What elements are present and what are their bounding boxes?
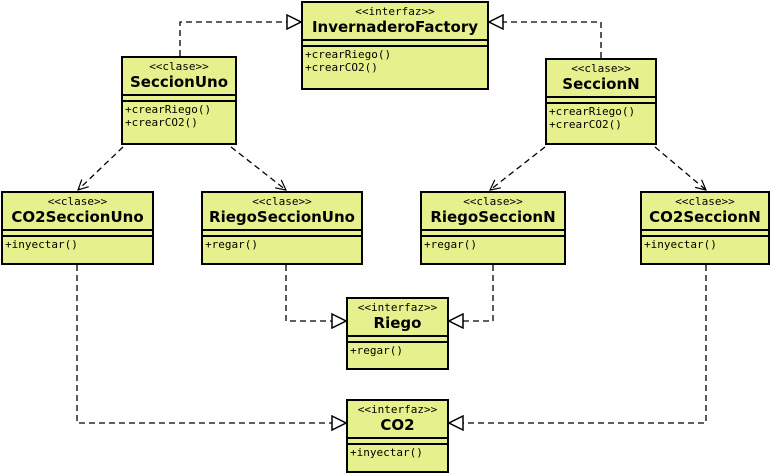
class-operations: +crearRiego()+crearCO2() — [123, 102, 235, 129]
class-header: <<clase>>CO2SeccionUno — [3, 193, 152, 231]
class-attributes — [348, 337, 447, 343]
class-stereotype: <<clase>> — [252, 195, 312, 208]
class-operation: +crearCO2() — [305, 61, 378, 74]
class-header: <<clase>>RiegoSeccionUno — [203, 193, 361, 231]
class-header: <<clase>>SeccionUno — [123, 58, 235, 96]
class-header: <<interfaz>>Riego — [348, 299, 447, 337]
class-operations: +inyectar() — [348, 445, 447, 459]
class-box-co2: <<interfaz>>CO2 +inyectar() — [346, 399, 449, 473]
dependency-arrow-seccion-uno-to-riego-seccion-uno — [230, 146, 286, 190]
class-operation: +inyectar() — [644, 238, 717, 251]
class-header: <<interfaz>>InvernaderoFactory — [303, 3, 487, 41]
realization-arrow-co2-seccion-uno-to-co2 — [76, 265, 346, 423]
class-stereotype: <<clase>> — [149, 60, 209, 73]
class-box-factory: <<interfaz>>InvernaderoFactory +crearRieg… — [301, 1, 489, 90]
class-box-co2-seccion-n: <<clase>>CO2SeccionN +inyectar() — [640, 191, 770, 265]
class-operation: +crearCO2() — [125, 116, 198, 129]
class-stereotype: <<clase>> — [571, 62, 631, 75]
class-box-seccion-uno: <<clase>>SeccionUno +crearRiego()+crearCO… — [121, 56, 237, 145]
class-operation: +inyectar() — [5, 238, 78, 251]
class-box-riego-seccion-uno: <<clase>>RiegoSeccionUno +regar() — [201, 191, 363, 265]
class-stereotype: <<interfaz>> — [357, 403, 438, 416]
class-stereotype: <<clase>> — [463, 195, 523, 208]
class-operation: +crearRiego() — [549, 105, 636, 118]
class-name: CO2 — [380, 416, 415, 434]
class-operations: +crearRiego()+crearCO2() — [303, 47, 487, 74]
class-attributes — [642, 231, 768, 237]
class-operation: +crearCO2() — [549, 118, 622, 131]
dependency-arrow-seccion-n-to-riego-seccion-n — [490, 146, 546, 190]
class-stereotype: <<interfaz>> — [355, 5, 435, 18]
class-box-co2-seccion-uno: <<clase>>CO2SeccionUno +inyectar() — [1, 191, 154, 265]
class-operations: +crearRiego()+crearCO2() — [547, 104, 655, 131]
class-operations: +regar() — [348, 343, 447, 357]
class-operation: +crearRiego() — [305, 48, 392, 61]
class-attributes — [123, 96, 235, 102]
class-attributes — [348, 439, 447, 445]
class-stereotype: <<clase>> — [47, 195, 108, 208]
class-box-riego: <<interfaz>>Riego +regar() — [346, 297, 449, 370]
class-name: CO2SeccionUno — [11, 208, 144, 226]
class-attributes — [303, 41, 487, 47]
class-attributes — [3, 231, 152, 237]
class-operation: +regar() — [205, 238, 258, 251]
class-operation: +crearRiego() — [125, 103, 212, 116]
class-operation: +regar() — [424, 238, 477, 251]
class-attributes — [203, 231, 361, 237]
class-header: <<interfaz>>CO2 — [348, 401, 447, 439]
class-stereotype: <<interfaz>> — [357, 301, 438, 314]
class-operation: +regar() — [350, 344, 403, 357]
class-operations: +inyectar() — [642, 237, 768, 251]
class-operation: +inyectar() — [350, 446, 423, 459]
realization-arrow-seccion-uno-to-factory — [179, 22, 301, 56]
realization-arrow-co2-seccion-n-to-co2 — [449, 265, 707, 423]
class-operations: +regar() — [203, 237, 361, 251]
class-name: RiegoSeccionN — [430, 208, 556, 226]
class-stereotype: <<clase>> — [675, 195, 735, 208]
class-operations: +inyectar() — [3, 237, 152, 251]
class-name: RiegoSeccionUno — [209, 208, 355, 226]
class-operations: +regar() — [422, 237, 564, 251]
class-attributes — [547, 98, 655, 104]
class-name: InvernaderoFactory — [311, 18, 479, 36]
class-name: SeccionUno — [129, 73, 229, 91]
class-header: <<clase>>RiegoSeccionN — [422, 193, 564, 231]
class-box-seccion-n: <<clase>>SeccionN +crearRiego()+crearCO2(… — [545, 58, 657, 145]
realization-arrow-seccion-n-to-factory — [489, 22, 602, 58]
class-header: <<clase>>CO2SeccionN — [642, 193, 768, 231]
class-name: SeccionN — [562, 75, 640, 93]
class-attributes — [422, 231, 564, 237]
class-box-riego-seccion-n: <<clase>>RiegoSeccionN +regar() — [420, 191, 566, 265]
class-name: Riego — [373, 314, 422, 332]
dependency-arrow-seccion-n-to-co2-seccion-n — [654, 146, 706, 190]
class-name: CO2SeccionN — [649, 208, 761, 226]
class-header: <<clase>>SeccionN — [547, 60, 655, 98]
dependency-arrow-seccion-uno-to-co2-seccion-uno — [78, 146, 124, 190]
realization-arrow-riego-seccion-uno-to-riego — [285, 265, 346, 321]
realization-arrow-riego-seccion-n-to-riego — [449, 265, 494, 321]
